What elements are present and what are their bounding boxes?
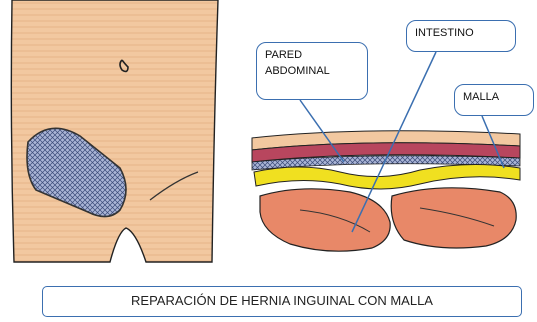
label-pared-abdominal: PARED ABDOMINAL <box>256 42 368 100</box>
mesh-layer <box>251 155 521 171</box>
navel <box>119 59 129 73</box>
groin-line <box>149 171 199 201</box>
leader-lines <box>299 51 505 233</box>
label-malla: MALLA <box>454 84 534 116</box>
intestine-right <box>390 187 517 249</box>
leader-intestino <box>351 51 437 233</box>
mesh-patch <box>26 127 127 218</box>
leader-pared <box>299 99 345 163</box>
intestine-fold <box>299 207 495 233</box>
intestine-left <box>259 188 391 252</box>
label-intestino: INTESTINO <box>406 20 516 52</box>
fat-layer <box>253 163 521 190</box>
torso-drawing <box>10 0 219 263</box>
cross-section <box>251 130 521 252</box>
caption: REPARACIÓN DE HERNIA INGUINAL CON MALLA <box>42 286 522 317</box>
leader-malla <box>481 115 505 169</box>
